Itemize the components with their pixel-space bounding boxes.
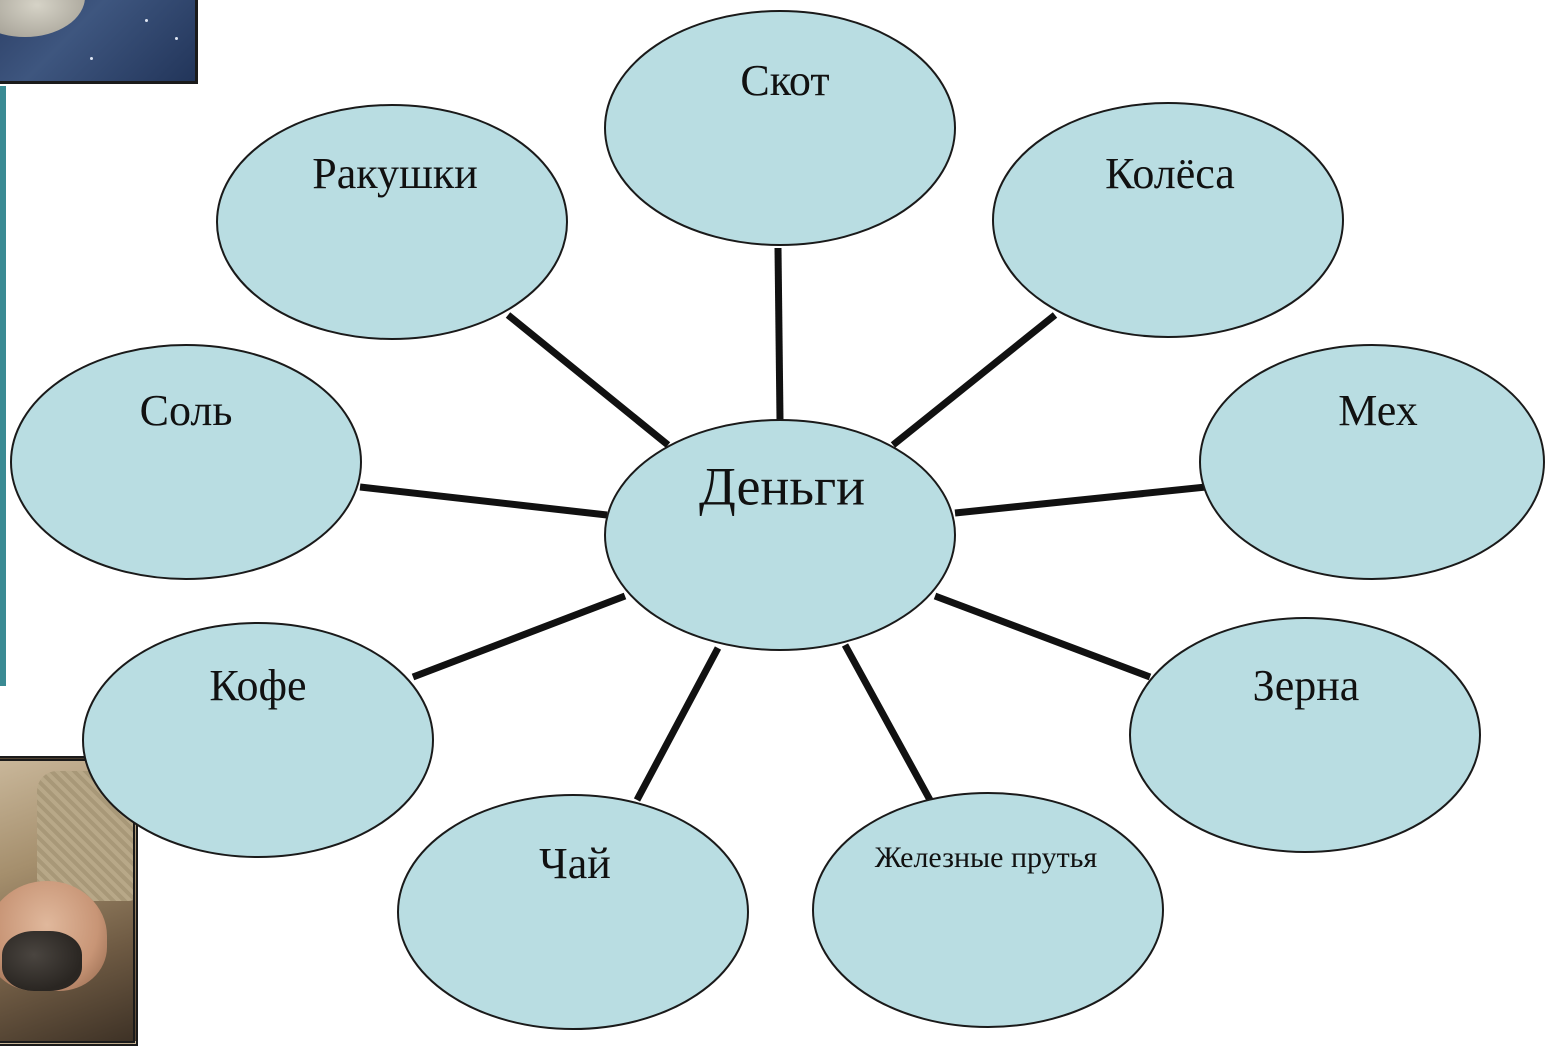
node-label-rakushki: Ракушки — [312, 149, 478, 198]
connector-sol — [359, 483, 608, 519]
accent-strip — [0, 86, 6, 686]
connector-kofe — [411, 592, 627, 681]
sparkle — [145, 19, 148, 22]
connector-rakushki — [505, 312, 671, 448]
node-zheleznye-prutya: Железные прутья — [812, 792, 1164, 1028]
shell-photo — [0, 0, 198, 84]
node-kofe: Кофе — [82, 622, 434, 858]
node-center: Деньги — [604, 419, 956, 651]
connector-zheleznye-prutya — [841, 643, 934, 802]
node-label-chay: Чай — [539, 839, 611, 888]
node-skot: Скот — [604, 10, 956, 246]
node-shape-rakushki — [216, 104, 568, 340]
node-shape-zheleznye-prutya — [812, 792, 1164, 1028]
node-shape-kofe — [82, 622, 434, 858]
node-shape-zerna — [1129, 617, 1481, 853]
node-label-skot: Скот — [740, 56, 829, 105]
node-shape-meh — [1199, 344, 1545, 580]
node-rakushki: Ракушки — [216, 104, 568, 340]
connector-kolesa — [890, 312, 1058, 448]
node-label-sol: Соль — [140, 386, 233, 435]
node-chay: Чай — [397, 794, 749, 1030]
node-shape-skot — [604, 10, 956, 246]
node-meh: Мех — [1199, 344, 1545, 580]
node-label-zheleznye-prutya: Железные прутья — [875, 841, 1098, 874]
mussel-shells — [2, 931, 82, 991]
node-shape-chay — [397, 794, 749, 1030]
sparkle — [175, 37, 178, 40]
node-label-meh: Мех — [1338, 386, 1418, 435]
center-node-label: Деньги — [699, 456, 865, 516]
node-zerna: Зерна — [1129, 617, 1481, 853]
node-sol: Соль — [10, 344, 362, 580]
node-shape-sol — [10, 344, 362, 580]
connector-skot — [774, 247, 784, 421]
connector-chay — [633, 646, 722, 802]
node-label-zerna: Зерна — [1253, 661, 1360, 710]
node-label-kofe: Кофе — [209, 661, 306, 710]
connector-meh — [954, 483, 1207, 517]
node-kolesa: Колёса — [992, 102, 1344, 338]
node-label-kolesa: Колёса — [1105, 149, 1235, 198]
connectors — [359, 247, 1207, 802]
sparkle — [90, 57, 93, 60]
center-node-shape — [604, 419, 956, 651]
node-shape-kolesa — [992, 102, 1344, 338]
connector-zerna — [933, 592, 1152, 681]
